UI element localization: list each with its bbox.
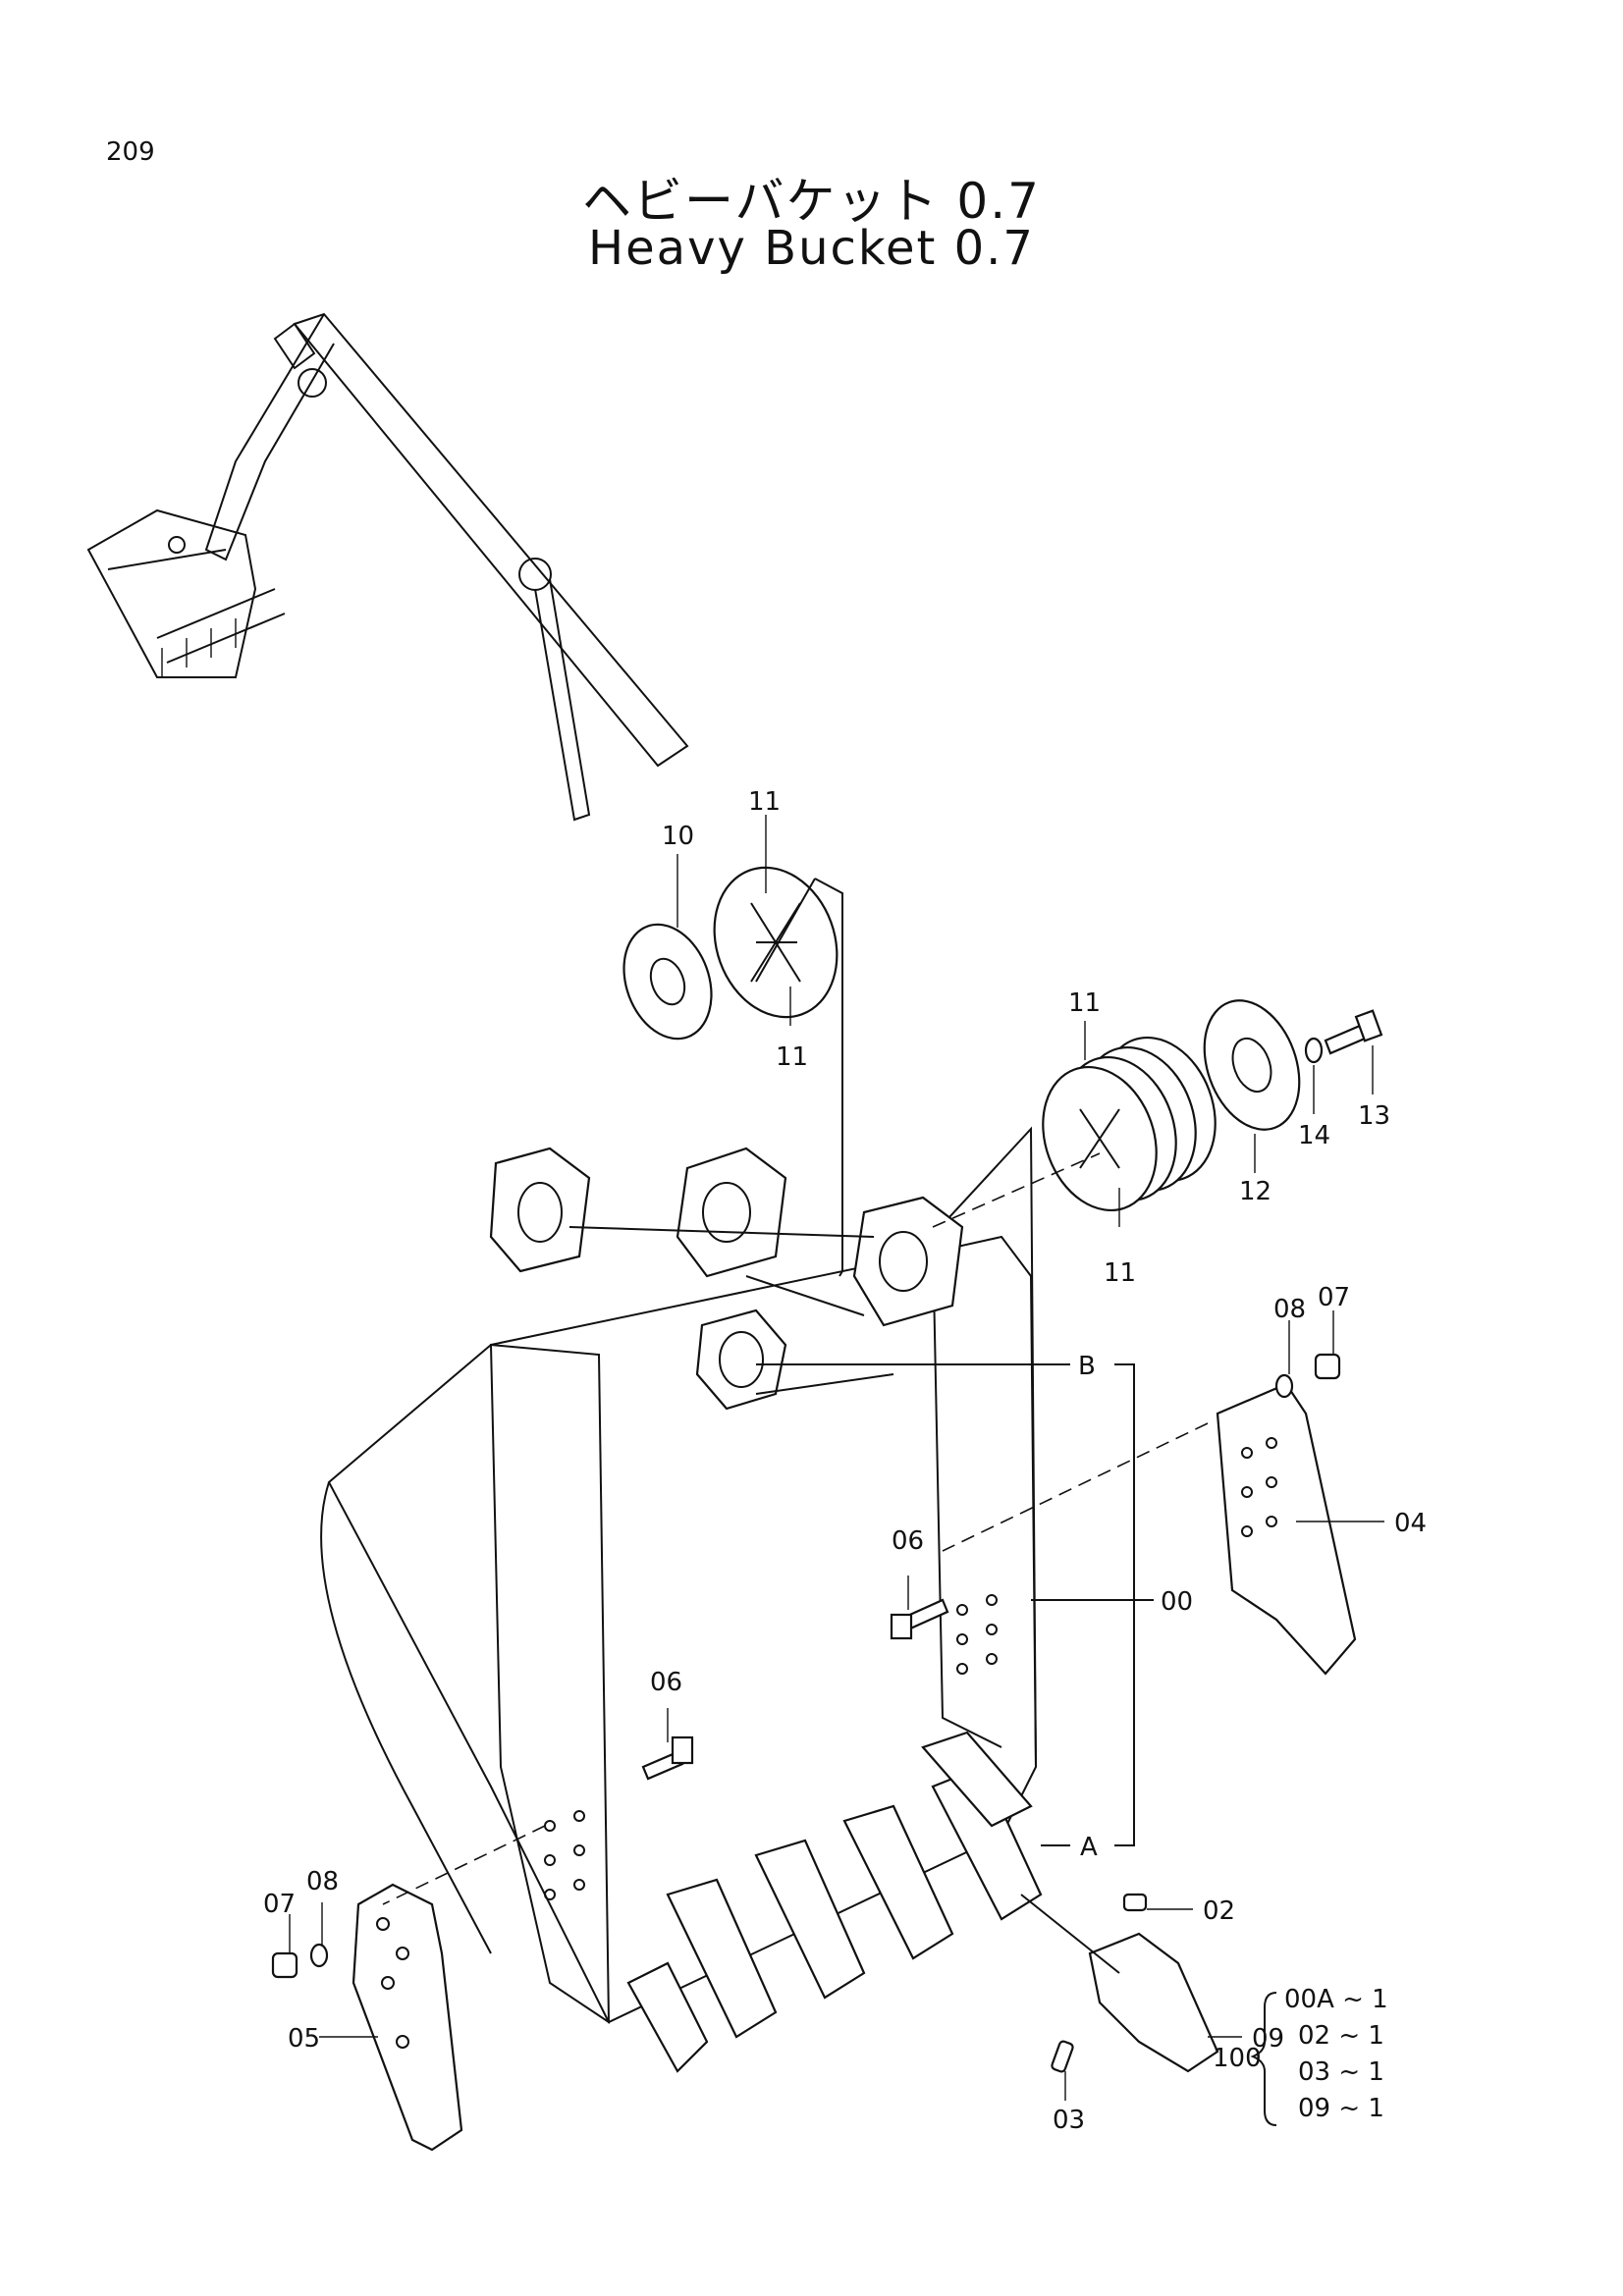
- kit-row: 02 ~ 1: [1298, 2021, 1384, 2051]
- callout-13: 13: [1358, 1101, 1390, 1131]
- callout-09: 09: [1252, 2024, 1284, 2054]
- callout-11-top: 11: [748, 787, 781, 817]
- callout-12: 12: [1239, 1177, 1271, 1206]
- bucket-body-00-illustration: [320, 1126, 1038, 2024]
- side-cutter-04-illustration: [1216, 1382, 1357, 1676]
- tooth-09-illustration: [1088, 1932, 1219, 2073]
- washer-08-left-illustration: [309, 1943, 329, 1968]
- title-english: Heavy Bucket 0.7: [588, 221, 1035, 276]
- kit-label: 100: [1213, 2044, 1262, 2073]
- bolt-06-right-illustration: [890, 1598, 949, 1640]
- callout-10: 10: [662, 822, 694, 851]
- callout-A: A: [1080, 1833, 1098, 1862]
- bolt-06-left-illustration: [641, 1735, 694, 1781]
- callout-07-left: 07: [263, 1890, 296, 1919]
- assembly-lines: [289, 815, 1384, 2126]
- kit-row: 03 ~ 1: [1298, 2057, 1384, 2087]
- callout-11-right-bottom: 11: [1104, 1258, 1136, 1288]
- washer-14-illustration: [1304, 1037, 1324, 1064]
- nut-07-right-illustration: [1314, 1353, 1341, 1380]
- callout-08-right: 08: [1273, 1295, 1306, 1324]
- callout-07-right: 07: [1318, 1283, 1350, 1312]
- side-cutter-05-illustration: [352, 1883, 463, 2152]
- page-number: 209: [106, 137, 155, 167]
- callout-B: B: [1078, 1352, 1096, 1381]
- callout-11-middle: 11: [776, 1042, 808, 1072]
- callout-04: 04: [1394, 1509, 1427, 1538]
- callout-05: 05: [288, 2024, 320, 2054]
- callout-14: 14: [1298, 1121, 1330, 1150]
- plate-10-illustration: [622, 923, 713, 1041]
- bucket-teeth-illustration: [626, 1731, 1043, 2073]
- kit-row: 00A ~ 1: [1284, 1985, 1388, 2014]
- nut-07-left-illustration: [271, 1951, 298, 1979]
- plate-12-illustration: [1203, 999, 1301, 1131]
- lock-03-illustration: [1051, 2040, 1074, 2073]
- callout-00: 00: [1161, 1587, 1193, 1617]
- pin-02-illustration: [1122, 1893, 1148, 1912]
- callout-11-right-top: 11: [1068, 988, 1101, 1018]
- shims-11-right-illustration: [1042, 1036, 1217, 1212]
- callout-08-left: 08: [306, 1867, 339, 1896]
- shims-11-left-illustration: [713, 866, 839, 1019]
- excavator-arm-illustration: [86, 312, 689, 822]
- callout-03: 03: [1053, 2106, 1085, 2135]
- kit-row: 09 ~ 1: [1298, 2094, 1384, 2123]
- callout-02: 02: [1203, 1896, 1235, 1926]
- callout-06-left: 06: [650, 1668, 682, 1697]
- bolt-13-illustration: [1324, 1009, 1383, 1055]
- washer-08-right-illustration: [1274, 1373, 1294, 1399]
- callout-06-right: 06: [892, 1526, 924, 1556]
- title-japanese: ヘビーバケット 0.7: [582, 173, 1041, 230]
